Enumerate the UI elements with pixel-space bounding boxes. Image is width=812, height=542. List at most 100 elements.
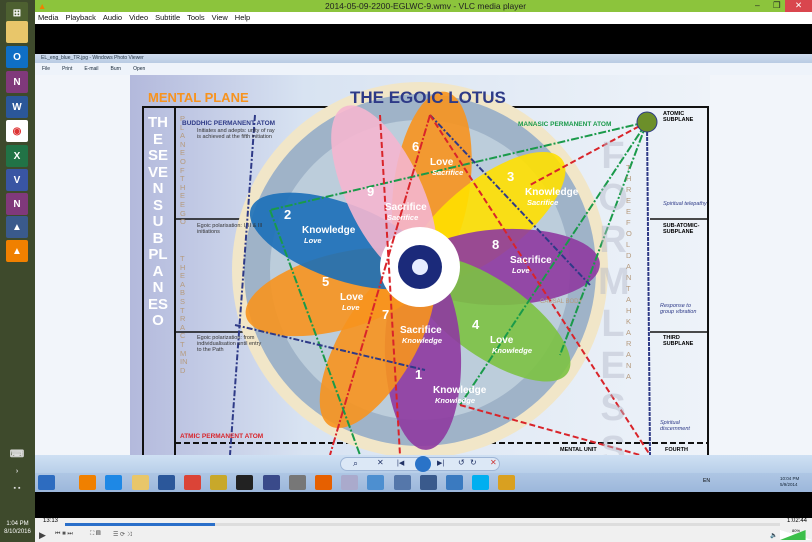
- menu-subtitle[interactable]: Subtitle: [155, 13, 181, 22]
- previous-icon[interactable]: |◀: [397, 460, 405, 467]
- petal-sublabel: Sacrifice: [432, 168, 463, 177]
- rotate-right-icon[interactable]: ↻: [470, 458, 477, 467]
- fullscreen-ext-buttons[interactable]: ⛶ ▤: [90, 531, 101, 537]
- photo-area: MENTAL PLANE THE EGOIC LOTUS BUDDHIC PER…: [35, 75, 812, 455]
- media-player-taskbar-icon[interactable]: [79, 475, 97, 490]
- skype-taskbar-icon[interactable]: [472, 475, 490, 490]
- menu-tools[interactable]: Tools: [187, 13, 205, 22]
- volume-slider[interactable]: 80%: [780, 528, 812, 540]
- formless-vertical: FORMLESS: [598, 135, 630, 455]
- petal-label: Sacrifice: [510, 255, 552, 266]
- plane-label: MENTAL PLANE: [148, 90, 249, 105]
- energy-line: [459, 404, 641, 455]
- ego-plane-vertical-2: THE ABSTRACT MIND: [180, 254, 188, 375]
- excel-icon[interactable]: X: [6, 145, 28, 167]
- poster-title: THE EGOIC LOTUS: [350, 88, 506, 107]
- quality-discernment: Spiritual discernment: [660, 420, 690, 432]
- energy-line: [646, 121, 651, 455]
- photo-viewer-toolbar: ⌕ ✕ |◀ ▶| ↺ ↻ ✕: [35, 455, 812, 473]
- energy-line: [269, 121, 648, 211]
- note-individualisation: Egoic polarization: from individualisati…: [197, 335, 262, 353]
- close-button[interactable]: ✕: [785, 0, 812, 12]
- file-explorer-icon[interactable]: [6, 21, 28, 43]
- outlook-icon[interactable]: O: [6, 46, 28, 68]
- chrome-taskbar-icon[interactable]: [184, 475, 201, 490]
- restore-button[interactable]: ❐: [773, 0, 781, 10]
- delete-icon[interactable]: ✕: [490, 458, 497, 467]
- word-icon[interactable]: W: [6, 96, 28, 118]
- internet-explorer-taskbar-icon[interactable]: [105, 475, 123, 490]
- subplane-atomic: ATOMIC SUBPLANE: [663, 111, 694, 123]
- menu-media[interactable]: Media: [38, 13, 59, 22]
- subplane-fourth: FOURTH: [665, 447, 688, 453]
- menu-help[interactable]: Help: [234, 13, 251, 22]
- app-3-taskbar-icon[interactable]: [262, 475, 280, 490]
- rotate-left-icon[interactable]: ↺: [458, 458, 465, 467]
- energy-line: [229, 114, 256, 455]
- app-2-taskbar-icon[interactable]: [236, 475, 254, 490]
- file-explorer-taskbar-icon[interactable]: [131, 475, 149, 490]
- ego-plane-vertical-1: PLANE OF THE EGO: [180, 114, 186, 227]
- photo-viewer-menu: File Print E-mail Burn Open: [35, 63, 812, 75]
- pv-menu-file: File: [42, 66, 51, 72]
- menu-view[interactable]: View: [211, 13, 228, 22]
- petal-sublabel: Love: [304, 236, 322, 245]
- visio-icon[interactable]: V: [6, 169, 28, 191]
- minimize-button[interactable]: –: [755, 0, 760, 10]
- volume-label: 80%: [792, 528, 801, 533]
- prev-stop-next-buttons[interactable]: ⏮ ■ ⏭: [55, 531, 73, 537]
- atmic-label: ATMIC PERMANENT ATOM: [180, 433, 263, 440]
- app-icon[interactable]: ▲: [6, 216, 28, 238]
- app-8-taskbar-icon[interactable]: [498, 475, 516, 490]
- vlc-icon[interactable]: ▲: [6, 240, 28, 262]
- pv-menu-open: Open: [133, 66, 146, 72]
- menu-video[interactable]: Video: [129, 13, 149, 22]
- seek-bar[interactable]: [65, 523, 780, 526]
- seven-subplanes-vertical: THE SEVEN SUBPLANES O: [148, 114, 169, 329]
- next-icon[interactable]: ▶|: [437, 460, 445, 467]
- play-button[interactable]: ▶: [39, 530, 46, 540]
- petal-number: 2: [284, 207, 291, 222]
- app-6-taskbar-icon[interactable]: [393, 475, 411, 490]
- slideshow-button[interactable]: [415, 456, 431, 472]
- actual-size-icon[interactable]: ✕: [377, 458, 384, 467]
- chrome-icon[interactable]: ◉: [6, 120, 28, 142]
- photo-viewer-taskbar-icon[interactable]: [446, 475, 463, 490]
- quality-group-vibration: Response to group vibration: [660, 303, 697, 315]
- tray-icons[interactable]: ▪ ▪: [13, 484, 21, 492]
- petal-number: 8: [492, 237, 499, 252]
- chevron-icon[interactable]: ›: [15, 467, 19, 475]
- keyboard-icon[interactable]: ⌨: [9, 448, 25, 460]
- windows-side-taskbar: ⊞ O N W ◉ X V N ▲ ▲ ⌨ › ▪ ▪ 1:04 PM 8/10…: [0, 0, 35, 542]
- onenote-2-icon[interactable]: N: [6, 193, 28, 215]
- energy-line: [429, 114, 591, 286]
- petal-sublabel: Sacrifice: [527, 198, 558, 207]
- petal-sublabel: Love: [342, 303, 360, 312]
- start-taskbar-icon[interactable]: [38, 475, 55, 490]
- app-taskbar-icon[interactable]: [210, 475, 228, 490]
- windows-start-icon[interactable]: ⊞: [6, 2, 28, 24]
- vlc-menu-bar: Media Playback Audio Video Subtitle Tool…: [35, 12, 812, 24]
- energy-line: [429, 114, 651, 455]
- zoom-icon[interactable]: ⌕: [353, 458, 359, 468]
- causal-label: CAUSAL BODY: [540, 299, 582, 305]
- speaker-icon[interactable]: 🔈: [770, 533, 778, 539]
- tray-language: EN: [703, 478, 710, 484]
- microphone-taskbar-icon[interactable]: [288, 475, 306, 490]
- petal-label: Love: [340, 292, 364, 303]
- word-taskbar-icon[interactable]: [157, 475, 175, 490]
- onenote-icon[interactable]: N: [6, 71, 28, 93]
- petal-label: Sacrifice: [400, 325, 442, 336]
- app-7-taskbar-icon[interactable]: [419, 475, 437, 490]
- app-5-taskbar-icon[interactable]: [367, 475, 385, 490]
- petal-number: 6: [412, 139, 419, 154]
- menu-playback[interactable]: Playback: [65, 13, 96, 22]
- firefox-taskbar-icon[interactable]: [315, 475, 332, 490]
- playlist-loop-random-buttons[interactable]: ☰ ⟳ ⤨: [113, 532, 132, 538]
- seek-progress: [65, 523, 216, 526]
- app-4-taskbar-icon[interactable]: [341, 475, 359, 490]
- petal-number: 7: [382, 307, 389, 322]
- menu-audio[interactable]: Audio: [102, 13, 123, 22]
- petal-number: 1: [415, 367, 422, 382]
- pv-menu-print: Print: [62, 66, 73, 72]
